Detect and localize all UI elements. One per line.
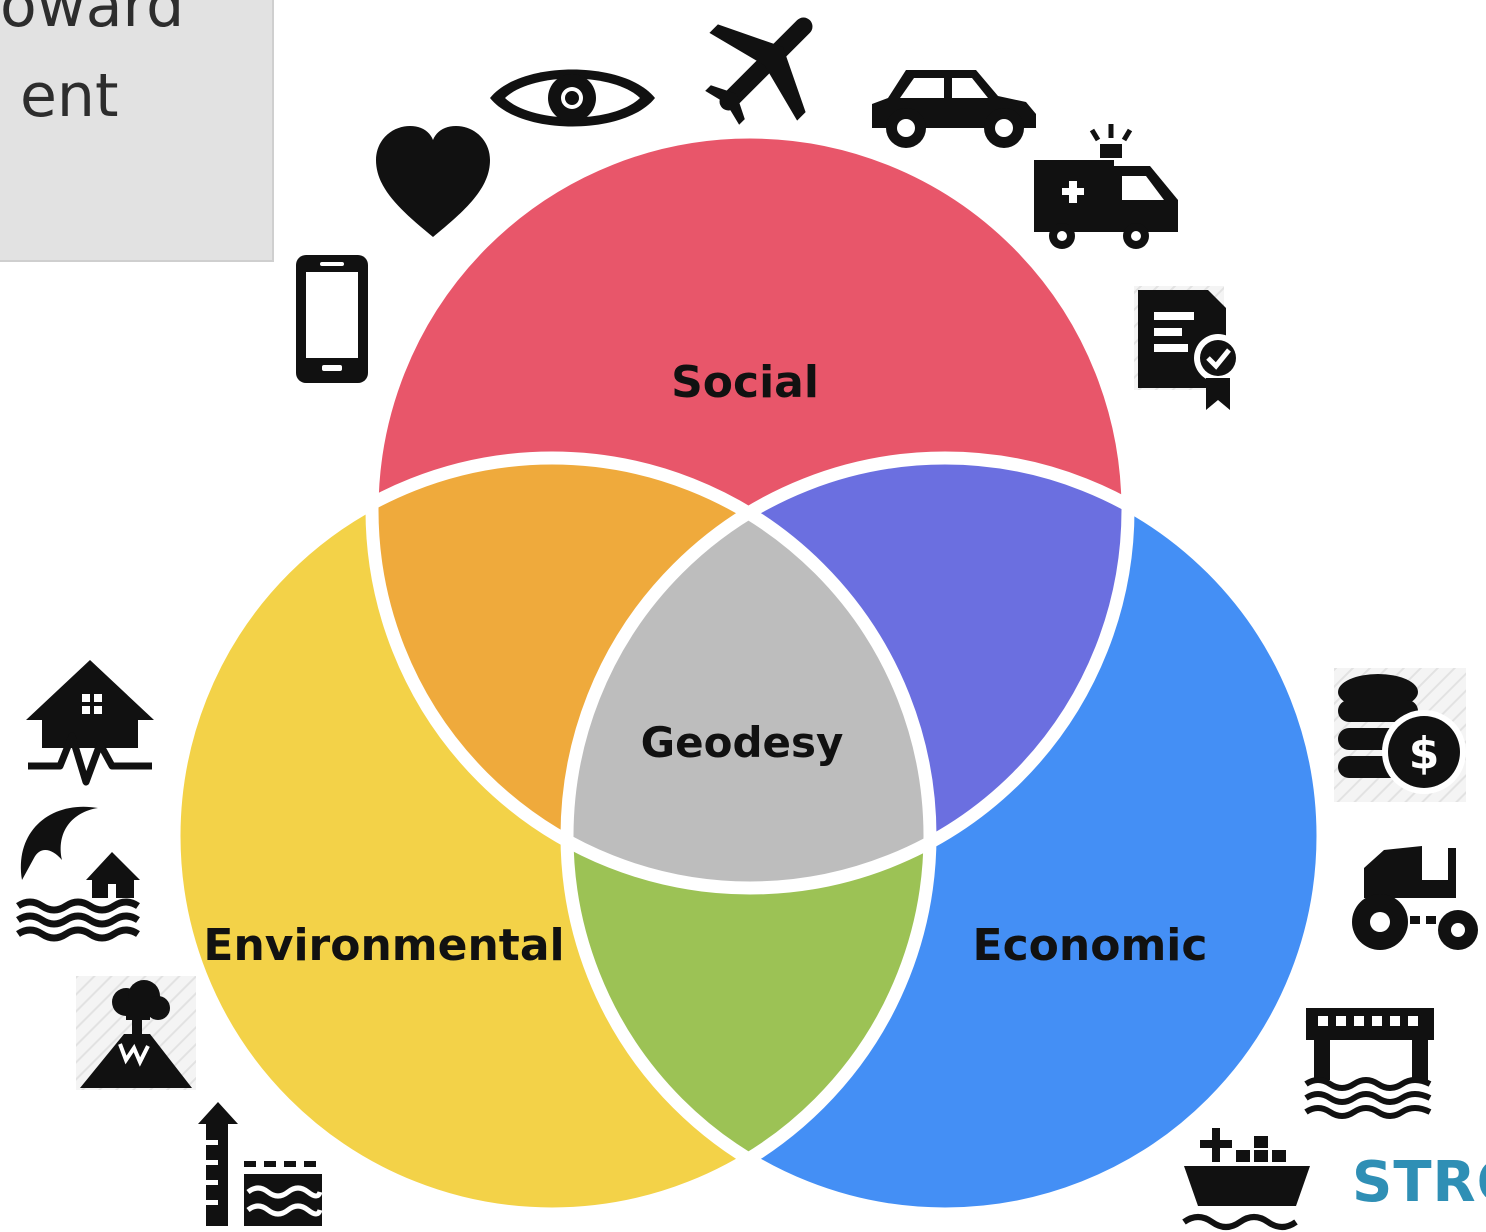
economic-label: Economic <box>973 920 1208 971</box>
cargo-ship-icon <box>1182 1128 1310 1230</box>
earthquake-house-icon <box>26 660 154 786</box>
coins-dollar-icon: $ <box>1334 668 1466 802</box>
brand-logo-text: STRO <box>1352 1150 1486 1215</box>
title-callout-box: oward ent <box>0 0 274 262</box>
eye-icon <box>490 69 655 127</box>
certificate-icon <box>1134 286 1242 410</box>
heart-icon <box>376 126 490 237</box>
social-label: Social <box>671 357 819 408</box>
center-label: Geodesy <box>641 718 844 767</box>
title-fragment-line-2: ent <box>20 61 119 131</box>
title-fragment-line-1: oward <box>0 0 185 41</box>
center-overlap <box>567 458 930 888</box>
economic-circle-outline <box>560 451 1330 1221</box>
airplane-icon <box>705 17 813 125</box>
smartphone-icon <box>296 255 368 383</box>
tsunami-house-icon <box>16 806 140 942</box>
environmental-label: Environmental <box>203 920 564 971</box>
bridge-icon <box>1304 1008 1434 1119</box>
svg-text:$: $ <box>1409 728 1440 779</box>
sea-level-gauge-icon <box>198 1102 323 1226</box>
volcano-icon <box>76 976 196 1090</box>
tractor-icon <box>1352 846 1478 950</box>
environmental-circle-outline <box>167 451 937 1221</box>
car-icon <box>872 70 1036 148</box>
ambulance-icon <box>1034 124 1178 249</box>
